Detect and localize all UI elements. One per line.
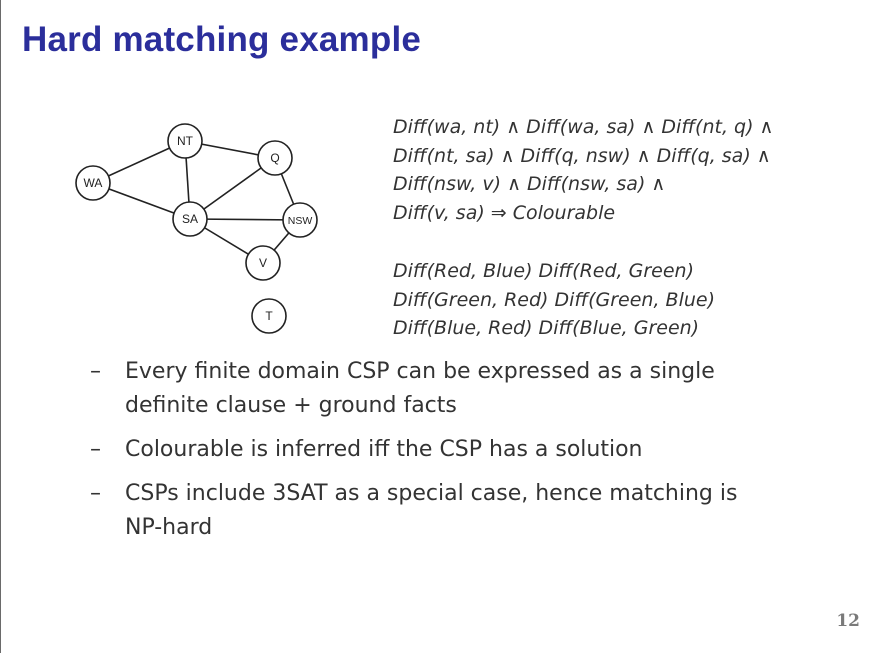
bullet-text: Every finite domain CSP can be expressed… <box>125 359 715 418</box>
fact-line: Diff(Green, Red) Diff(Green, Blue) <box>393 288 715 311</box>
node-t-circle <box>251 298 287 334</box>
node-nt-circle <box>167 123 203 159</box>
node-nsw-label: NSW <box>288 215 313 227</box>
node-v-label: V <box>259 256 267 270</box>
node-sa-circle <box>172 201 208 237</box>
node-q-circle <box>257 140 293 176</box>
rule-line: Diff(nt, sa) ∧ Diff(q, nsw) ∧ Diff(q, sa… <box>393 144 771 167</box>
page-number: 12 <box>836 611 860 631</box>
bullet-text: Colourable is inferred iff the CSP has a… <box>125 437 643 462</box>
slide-title: Hard matching example <box>22 20 422 59</box>
bullet-item: – CSPs include 3SAT as a special case, h… <box>90 477 765 545</box>
bullet-item: – Every finite domain CSP can be express… <box>90 355 765 423</box>
left-border <box>0 0 1 653</box>
bullet-dash: – <box>90 437 101 462</box>
node-nsw-circle <box>282 202 318 238</box>
node-wa-label: WA <box>84 176 103 190</box>
node-sa-label: SA <box>182 212 198 226</box>
rule-line: Diff(v, sa) ⇒ Colourable <box>393 201 616 224</box>
bullet-dash: – <box>90 481 101 506</box>
node-nt-label: NT <box>177 134 194 148</box>
fact-line: Diff(Red, Blue) Diff(Red, Green) <box>393 260 694 282</box>
node-v-circle <box>245 245 281 281</box>
australia-constraint-graph: NT Q WA SA NSW V T <box>75 123 318 334</box>
formula-spacer <box>393 227 773 257</box>
edge-sa-nsw <box>189 218 301 221</box>
node-q-label: Q <box>270 151 279 165</box>
rule-line: Diff(wa, nt) ∧ Diff(wa, sa) ∧ Diff(nt, q… <box>393 116 774 138</box>
fact-line: Diff(Blue, Red) Diff(Blue, Green) <box>393 317 700 339</box>
rule-line: Diff(nsw, v) ∧ Diff(nsw, sa) ∧ <box>393 173 666 195</box>
definite-clause-formulas: Diff(wa, nt) ∧ Diff(wa, sa) ∧ Diff(nt, q… <box>393 113 773 343</box>
bullet-item: – Colourable is inferred iff the CSP has… <box>90 433 765 467</box>
bullet-text: CSPs include 3SAT as a special case, hen… <box>125 481 738 540</box>
bullet-list: – Every finite domain CSP can be express… <box>90 355 765 555</box>
node-wa-circle <box>75 165 111 201</box>
node-t-label: T <box>265 309 273 323</box>
bullet-dash: – <box>90 359 101 384</box>
